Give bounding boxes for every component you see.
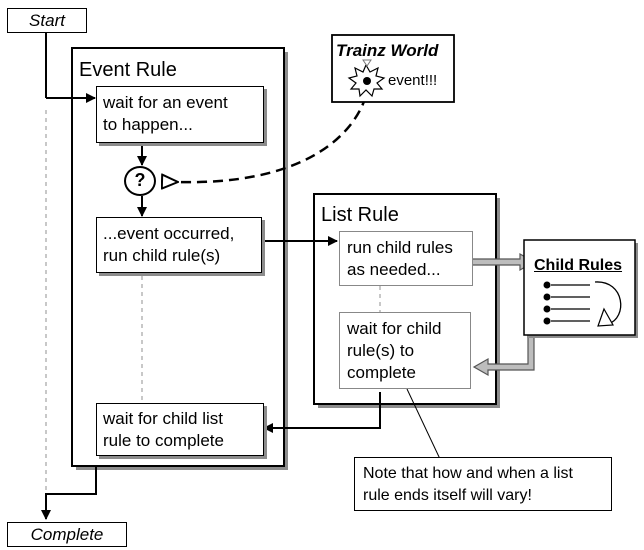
wait-event-line-2: to happen... <box>103 115 193 134</box>
complete-box: Complete <box>7 522 127 547</box>
run-child-line-2: as needed... <box>347 260 441 279</box>
event-occurred-line-1: ...event occurred, <box>103 224 235 243</box>
decision-node: ? <box>124 166 156 196</box>
run-child-box: run child rules as needed... <box>339 231 473 286</box>
wait-child-line-2: rule(s) to <box>347 341 415 360</box>
run-child-line-1: run child rules <box>347 238 453 257</box>
event-occurred-line-2: run child rule(s) <box>103 246 221 265</box>
list-rule-title: List Rule <box>321 204 399 226</box>
event-label: event!!! <box>388 72 438 89</box>
arrow-to-complete <box>41 466 97 520</box>
note-pointer <box>406 388 441 460</box>
child-rules-list-icon <box>543 281 590 325</box>
wait-event-line-1: wait for an event <box>103 93 228 112</box>
child-rules-title: Child Rules <box>534 257 623 274</box>
complete-label: Complete <box>30 525 104 544</box>
note-line-1: Note that how and when a list <box>363 465 573 482</box>
event-rule-title: Event Rule <box>79 59 177 81</box>
wait-child-list-box: wait for child list rule to complete <box>96 403 264 456</box>
loop-arrow-icon <box>594 281 622 327</box>
wait-child-list-line-1: wait for child list <box>103 409 223 428</box>
event-burst-icon <box>347 59 386 98</box>
wait-event-box: wait for an event to happen... <box>96 86 264 143</box>
note-box: Note that how and when a list rule ends … <box>354 457 612 511</box>
arrow-from-child-rules <box>472 336 535 377</box>
wait-child-box: wait for child rule(s) to complete <box>339 312 471 389</box>
wait-child-line-3: complete <box>347 363 416 382</box>
start-box: Start <box>7 8 87 33</box>
trainz-world-box <box>331 34 455 103</box>
start-label: Start <box>29 11 65 30</box>
event-occurred-box: ...event occurred, run child rule(s) <box>96 217 262 273</box>
event-signal-arrow <box>178 95 368 182</box>
arrow-list-rule-complete <box>263 392 381 433</box>
wait-child-line-1: wait for child <box>347 319 442 338</box>
trainz-world-title: Trainz World <box>336 41 439 60</box>
wait-child-list-line-2: rule to complete <box>103 431 224 450</box>
note-line-2: rule ends itself will vary! <box>363 487 532 504</box>
decision-label: ? <box>134 170 146 190</box>
